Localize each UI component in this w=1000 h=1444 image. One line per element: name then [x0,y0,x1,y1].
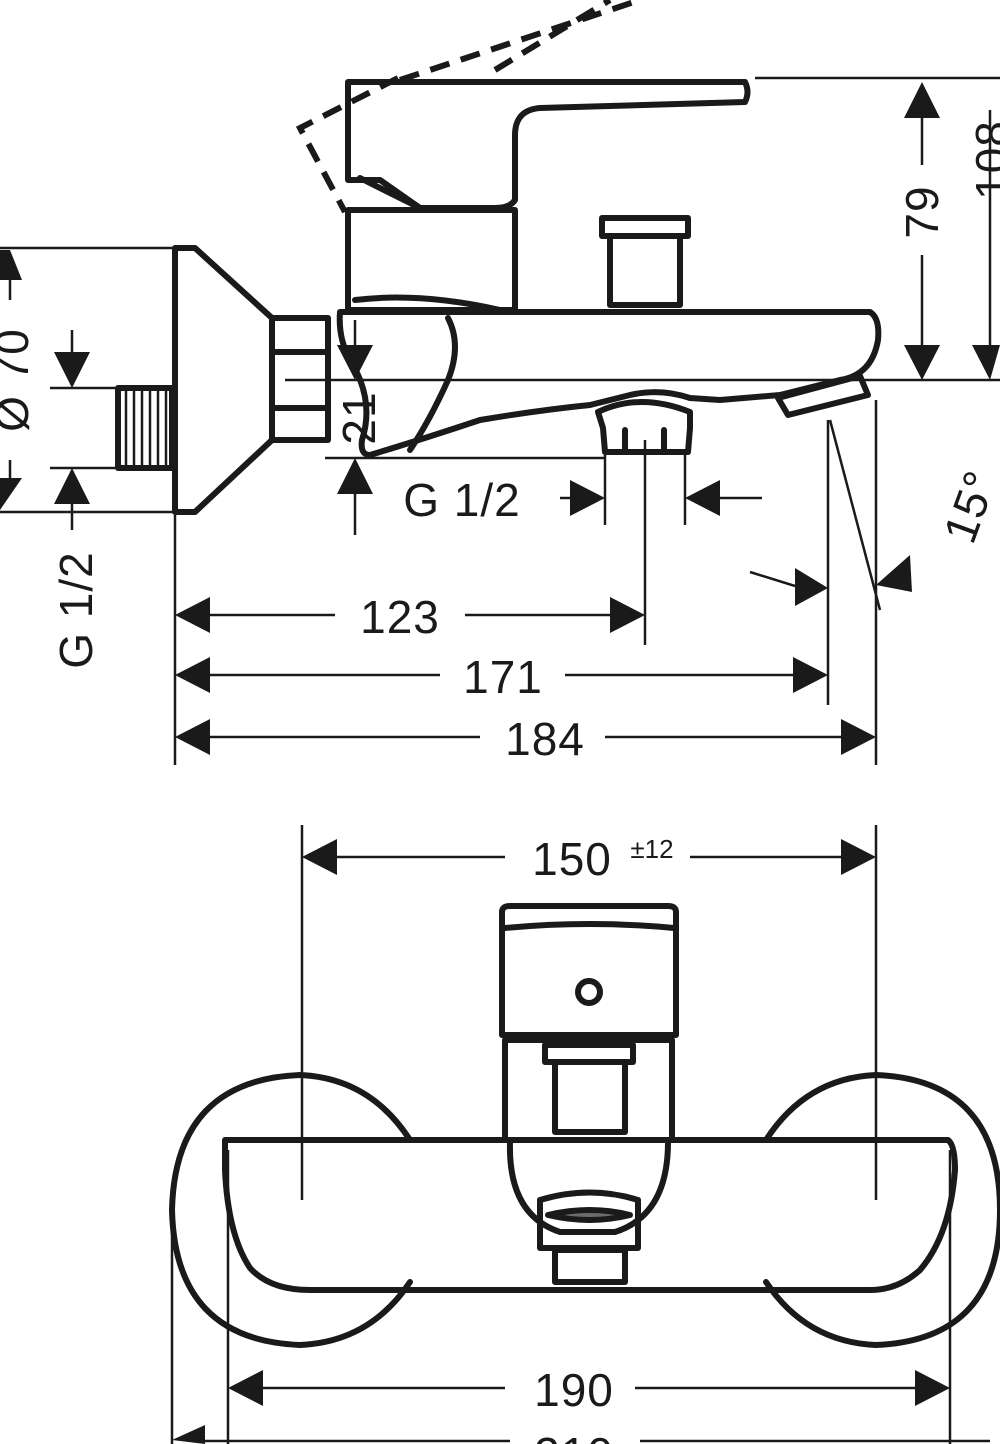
dim-123-label: 123 [360,591,440,643]
dim-108: 108 [755,76,1000,380]
dim-210-label: 210 [534,1428,614,1444]
dim-190-label: 190 [534,1364,614,1416]
aerator-front-mesh [545,1207,633,1223]
dim-150-label: 150 [532,833,612,885]
dim-150: 150 ±12 [300,825,878,1200]
spout-body [336,309,882,458]
lever-head-front [499,903,679,1038]
dim-108-label: 108 [966,120,1000,200]
dim-21: 21 [325,320,605,535]
diverter-knob [599,215,691,308]
spout-front-curve [506,1139,671,1235]
lever-indicator-dot [575,978,603,1006]
aerator-front [537,1189,641,1251]
dim-123: 123 [175,591,645,643]
dashed-lever-raised [295,0,641,214]
dim-g12-outlet-label: G 1/2 [403,474,521,526]
dim-dia70: Ø 70 [0,246,175,514]
aerator [775,373,871,418]
outlet-connector-lines [622,427,667,455]
dim-angle-label: 15° [933,464,1000,550]
spout-top-line [352,294,503,313]
dim-79-label: 79 [896,185,948,238]
dim-171-label: 171 [463,651,543,703]
hex-nut [269,315,331,443]
wall-flange [172,245,275,515]
side-view: 108 79 Ø 70 G 1/2 [0,0,1000,765]
dim-79: 79 [896,82,948,380]
dim-dia70-label: Ø 70 [0,328,38,432]
lever-handle [345,79,751,211]
dim-190: 190 [226,1150,952,1444]
thread-lines [124,390,168,466]
outlet-front [552,1247,628,1285]
diverter-front [542,1042,636,1135]
lever-head-edge [502,921,677,931]
dim-21-label: 21 [333,391,385,444]
dim-g12-wall-label: G 1/2 [50,551,102,669]
outlet-connector [595,399,693,455]
spout-body-front [222,1137,958,1293]
dim-g12-wall: G 1/2 [50,330,118,669]
front-view: 150 ±12 190 [169,825,1000,1444]
dim-g12-outlet: G 1/2 [403,455,762,526]
eccentric-thread [115,385,175,471]
dim-150-tolerance: ±12 [630,834,673,864]
dim-171: 171 [175,651,828,703]
lever-underside [357,175,423,211]
wall-rosette-left [169,1072,413,1348]
mixer-column [345,207,518,313]
dim-184-label: 184 [505,713,585,765]
dim-184: 184 [175,713,876,765]
mixer-column-front [502,1037,675,1143]
dim-210: 210 [170,1215,990,1444]
hex-nut-faces [269,349,331,411]
wall-rosette-right [763,1072,1000,1348]
